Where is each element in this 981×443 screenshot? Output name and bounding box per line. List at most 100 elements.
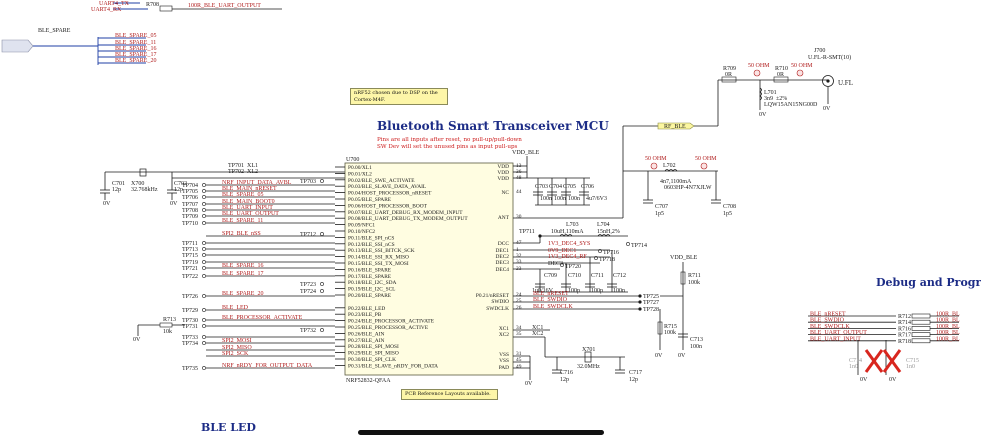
rf-ble-port bbox=[657, 122, 695, 130]
x701-freq: 32.0MHz bbox=[577, 364, 600, 370]
r715-resistor bbox=[657, 321, 663, 335]
r708-label: R708 bbox=[146, 2, 159, 8]
chip-pin-left: P0.12/BLE_SSI_nCS bbox=[348, 242, 395, 248]
mcu-note-line: SW Dev will set the unused pins as input… bbox=[377, 144, 518, 150]
testpoint-label: TP713 bbox=[182, 247, 198, 253]
debug-out-net-label: 100R_BL bbox=[936, 330, 960, 336]
testpoint-marker bbox=[202, 260, 206, 264]
debug-resistor bbox=[911, 338, 931, 344]
debug-out-net-label: 100R_BL bbox=[936, 336, 960, 342]
spare-11-label: BLE_SPARE_11 bbox=[115, 40, 156, 46]
swd-net-swdio: BLE_SWDIO bbox=[533, 297, 568, 303]
net-label: BLE_PROCESSOR_ACTIVATE bbox=[222, 315, 303, 321]
l702-value: 4n7,1100mA bbox=[660, 179, 692, 185]
chip-pin-left: P0.23/BLE_PB bbox=[348, 312, 382, 318]
chip-pin-left: P0.29/BLE_SPI_MISO bbox=[348, 351, 399, 357]
vdd-cap-label: C705 bbox=[563, 184, 576, 190]
testpoint-marker bbox=[202, 266, 206, 270]
gnd-label: 0V bbox=[823, 106, 831, 112]
testpoint-label: TP719 bbox=[182, 260, 198, 266]
net-label: BLE_SPARE_11 bbox=[222, 218, 263, 224]
spare-bus-label: BLE_SPARE bbox=[38, 28, 71, 34]
r711-label: R711 bbox=[688, 273, 701, 279]
r713-circuit: R713 10k 0V bbox=[133, 317, 185, 343]
chip-pin-left: P0.18/BLE_I2C_SDA bbox=[348, 280, 396, 286]
tp703-label: TP703 bbox=[300, 179, 316, 185]
tp712-label: TP712 bbox=[300, 232, 316, 238]
l701-inductor bbox=[759, 87, 762, 101]
testpoint-marker bbox=[202, 214, 206, 218]
c716-value: 12p bbox=[560, 377, 569, 383]
tp716-label: TP716 bbox=[603, 250, 619, 256]
chip-pin-right: VSS bbox=[499, 352, 509, 358]
testpoint-marker bbox=[202, 335, 206, 339]
testpoint-label: TP708 bbox=[182, 208, 198, 214]
tp711-label: TP711 bbox=[519, 229, 535, 235]
r713-resistor bbox=[159, 322, 173, 328]
testpoint-marker bbox=[202, 195, 206, 199]
chip-pin-left: P0.03/BLE_SLAVE_DATA_AVAIL bbox=[348, 184, 426, 190]
sticky-line: Cortex-M4F. bbox=[354, 96, 386, 103]
chip-ref-label: U700 bbox=[346, 157, 359, 163]
debug-net-label: BLE_nRESET bbox=[810, 312, 846, 318]
r713-label: R713 bbox=[163, 317, 176, 323]
tp728-label: TP728 bbox=[643, 307, 659, 313]
sticky-note-pcb[interactable]: PCB Reference Layouts available. bbox=[401, 389, 498, 400]
c707-label: C707 bbox=[655, 204, 668, 210]
dnp-cross-icon bbox=[864, 349, 884, 373]
testpoint-label: TP721 bbox=[182, 266, 198, 272]
xl2-label: XL2 bbox=[247, 169, 258, 175]
ufl-connector bbox=[822, 75, 834, 87]
testpoint-label: TP734 bbox=[182, 341, 198, 347]
chip-pin-number: 44 bbox=[516, 189, 522, 195]
ohm50-label: 50 OHM bbox=[748, 63, 770, 69]
testpoint-marker bbox=[202, 294, 206, 298]
l701-value: 3n9 bbox=[764, 96, 773, 102]
c710-label: C710 bbox=[568, 273, 581, 279]
net-label: BLE_MAIN_nRESET bbox=[222, 186, 277, 192]
debug-net-label: BLE_SWDIO bbox=[810, 318, 845, 324]
l702-part: 0603HP-4N7XJLW bbox=[664, 185, 712, 191]
chip-pin-left: P0.15/BLE_SSI_TX_MOSI bbox=[348, 261, 409, 267]
r710-resistor bbox=[773, 76, 789, 83]
testpoint-label: TP733 bbox=[182, 335, 198, 341]
chip-pin-left: P0.28/BLE_SPI_MOSI bbox=[348, 344, 399, 350]
l703-value: 10uH,110mA bbox=[551, 229, 584, 235]
chip-pin-left: P0.05/BLE_SPARE bbox=[348, 197, 392, 203]
chip-pin-left: P0.10/NFC2 bbox=[348, 229, 375, 235]
testpoint-label: TP735 bbox=[182, 366, 198, 372]
swd-net-reset: BLE_nRESET bbox=[533, 291, 569, 297]
j700-label: J700 bbox=[814, 48, 825, 54]
c713-label: C713 bbox=[690, 337, 703, 343]
vdd-ble-label: VDD_BLE bbox=[512, 150, 540, 156]
chip-pin-left: P0.04/HOST_PROCESSOR_nRESET bbox=[348, 191, 432, 197]
net-label: BLE_SPARE_20 bbox=[222, 291, 263, 297]
testpoint-label: TP705 bbox=[182, 189, 198, 195]
chip-pin-number: 35 bbox=[516, 331, 522, 337]
r710-label: R710 bbox=[775, 66, 788, 72]
inner-testpoints: TP703 TP712 TP723 TP724 TP732 bbox=[300, 179, 324, 334]
horizontal-scrollbar[interactable] bbox=[358, 430, 604, 435]
r708-resistor bbox=[159, 5, 173, 12]
testpoint-label: TP722 bbox=[182, 274, 198, 280]
debug-net-label: BLE_UART_OUTPUT bbox=[810, 330, 867, 336]
chip-pin-left: P0.31/BLE_SLAVE_nRDY_FOR_DATA bbox=[348, 363, 438, 369]
spare-20-label: BLE_SPARE_20 bbox=[115, 58, 156, 64]
testpoint-label: TP710 bbox=[182, 221, 198, 227]
xtal-32k-circuit: C701 12p X700 32.768kHz C702 12p XL1 XL2… bbox=[100, 163, 345, 207]
ufl-label: U.FL bbox=[838, 79, 853, 87]
chip-left-pins: P0.00/XL1P0.01/XL2P0.02/BLE_SWE_ACTIVATE… bbox=[335, 165, 468, 369]
chip-pin-right: XC2 bbox=[499, 332, 509, 338]
net-label: NRF_INPUT_DATA_AVBL bbox=[222, 180, 292, 186]
chip-pin-right: VDD bbox=[497, 164, 509, 170]
debug-net-label: BLE_UART_INPUT bbox=[810, 336, 861, 342]
tp732-label: TP732 bbox=[300, 328, 316, 334]
r713-value: 10k bbox=[163, 329, 172, 335]
debug-resistor bbox=[911, 326, 931, 331]
sticky-note-dsp[interactable]: nRF52 chosen due to DSP on the Cortex-M4… bbox=[350, 88, 448, 105]
testpoint-marker bbox=[202, 366, 206, 370]
chip-pin-left: P0.22/BLE_LED bbox=[348, 306, 385, 312]
tp724-label: TP724 bbox=[300, 289, 316, 295]
swd-net-swdclk: BLE_SWDCLK bbox=[533, 304, 573, 310]
